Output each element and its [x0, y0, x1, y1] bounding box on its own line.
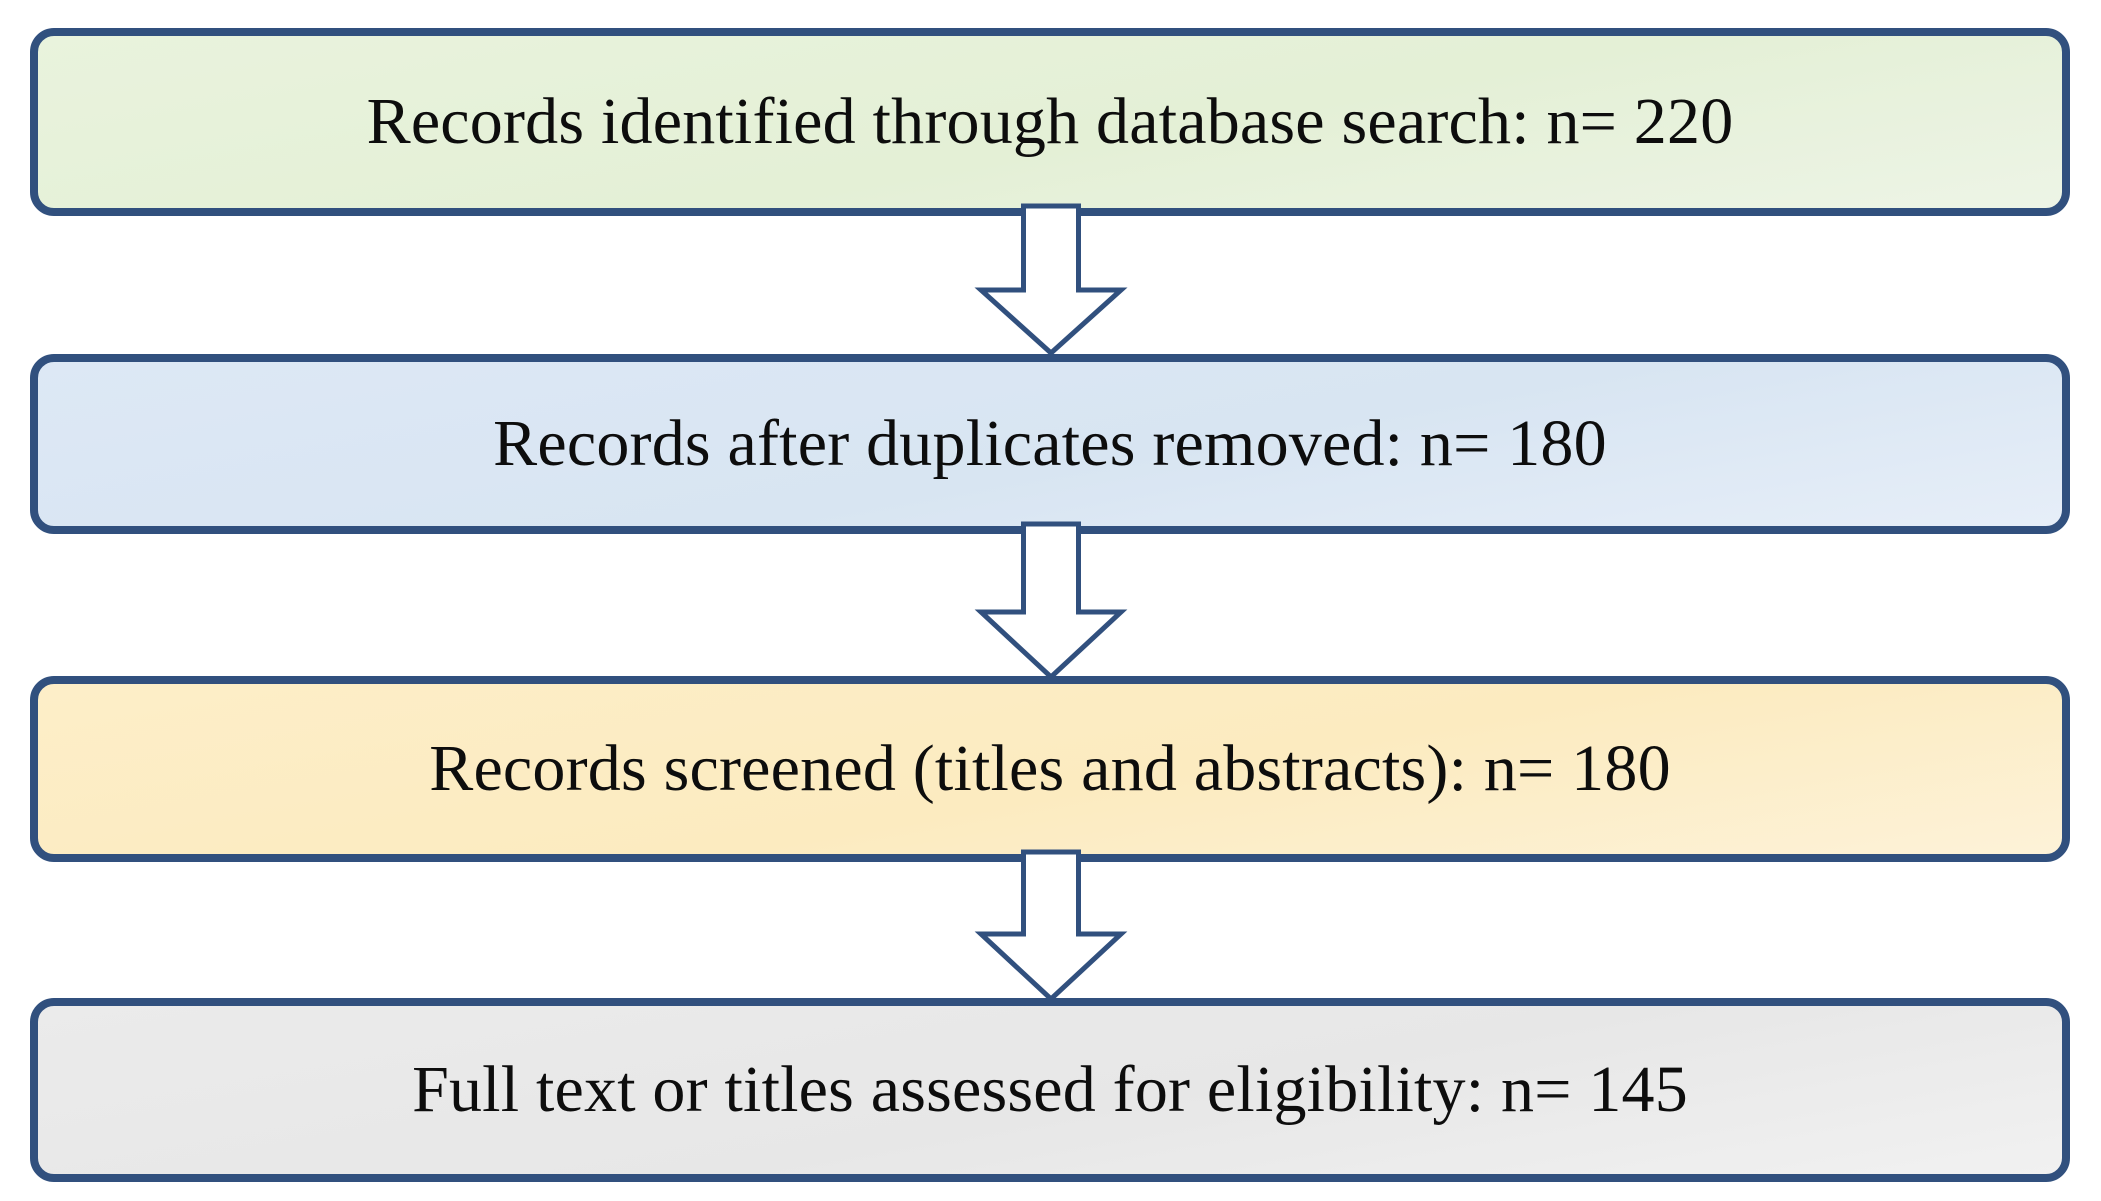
- flow-box-screening[interactable]: Records screened (titles and abstracts):…: [30, 676, 2070, 862]
- flow-box-eligibility[interactable]: Full text or titles assessed for eligibi…: [30, 998, 2070, 1182]
- flow-box-eligibility-label: Full text or titles assessed for eligibi…: [412, 1052, 1688, 1126]
- flow-box-duplicates-removed-label: Records after duplicates removed: n= 180: [493, 406, 1607, 480]
- down-arrow-icon-3: [971, 849, 1131, 1003]
- flow-box-screening-label: Records screened (titles and abstracts):…: [429, 731, 1671, 805]
- flow-box-duplicates-removed[interactable]: Records after duplicates removed: n= 180: [30, 354, 2070, 534]
- down-arrow-icon-1: [971, 203, 1131, 357]
- flow-box-identification-label: Records identified through database sear…: [366, 84, 1734, 158]
- down-arrow-icon-2: [971, 521, 1131, 681]
- flow-box-identification[interactable]: Records identified through database sear…: [30, 28, 2070, 216]
